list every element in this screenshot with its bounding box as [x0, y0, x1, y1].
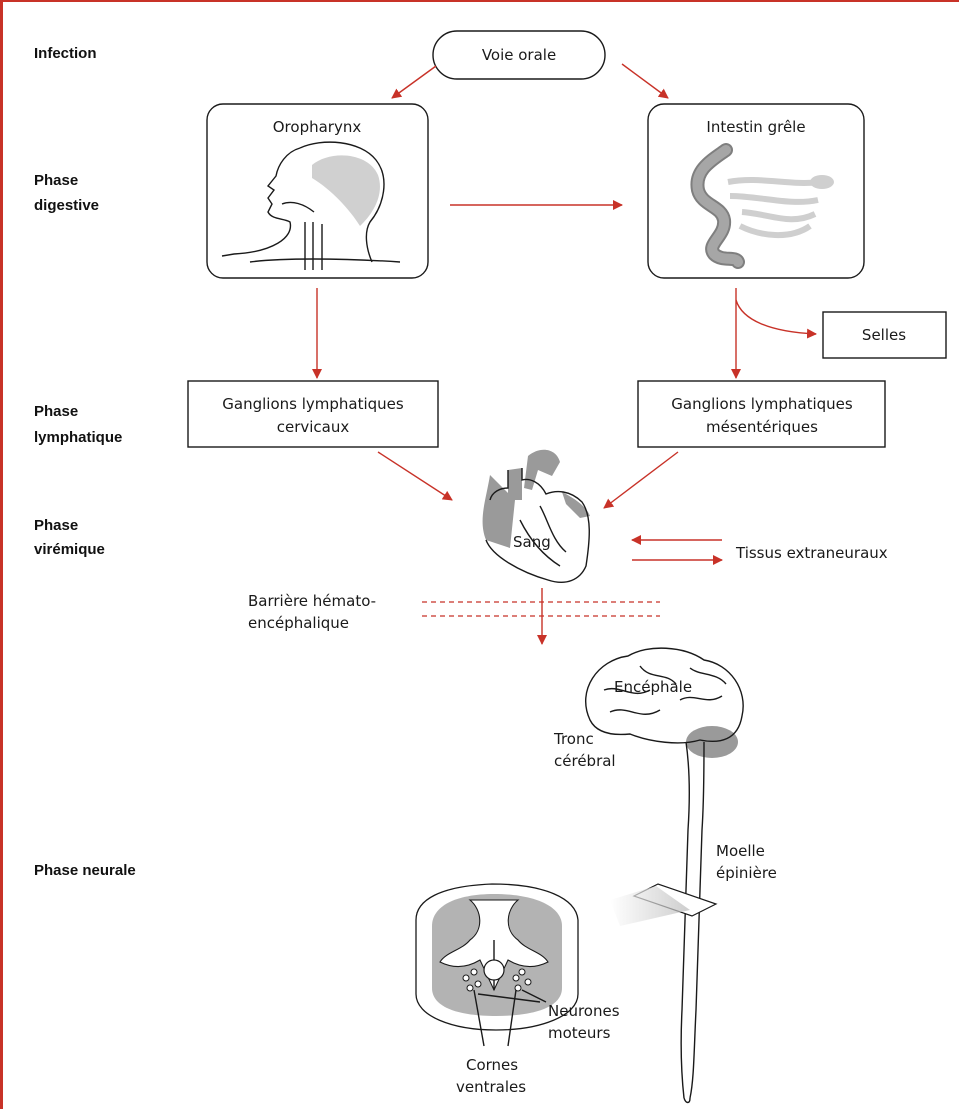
- phase-digestive-label-2: digestive: [34, 197, 99, 214]
- node-mesenteric-lymph-nodes: [637, 380, 886, 448]
- heart-icon: [482, 449, 590, 584]
- head-profile-icon: [221, 141, 401, 270]
- phase-viremic-label-2: virémique: [34, 541, 105, 558]
- phase-digestive-label-1: Phase: [34, 172, 78, 189]
- blood-label: Sang: [513, 533, 551, 551]
- phase-neural-label: Phase neurale: [34, 862, 136, 879]
- brain-label: Encéphale: [614, 678, 692, 696]
- mesenteric-nodes-label-1: Ganglions lymphatiques: [671, 395, 853, 413]
- stool-label: Selles: [862, 326, 906, 344]
- mesenteric-nodes-label-2: mésentériques: [706, 418, 818, 436]
- spinal-cord-icon: [610, 741, 718, 1104]
- ventral-horns-label-2: ventrales: [456, 1078, 526, 1096]
- cervical-nodes-label-2: cervicaux: [277, 418, 350, 436]
- arrow-oral-to-intestine: [621, 63, 669, 99]
- extraneural-tissues-label: Tissus extraneuraux: [735, 544, 888, 562]
- node-stool: [822, 311, 947, 359]
- motor-neurons-label-1: Neurones: [548, 1002, 620, 1020]
- spinal-cord-label-1: Moelle: [716, 842, 765, 860]
- bbb-label-1: Barrière hémato-: [248, 592, 376, 610]
- arrow-cervical-to-blood: [377, 451, 453, 501]
- phase-lymphatic-label-1: Phase: [34, 403, 78, 420]
- node-small-intestine: [647, 103, 865, 279]
- cervical-nodes-label-1: Ganglions lymphatiques: [222, 395, 404, 413]
- phase-infection-label: Infection: [34, 45, 97, 62]
- small-intestine-label: Intestin grêle: [706, 118, 805, 136]
- motor-neurons-label-2: moteurs: [548, 1024, 611, 1042]
- node-oropharynx: [206, 103, 429, 279]
- spinal-cord-label-2: épinière: [716, 864, 777, 882]
- oral-route-label: Voie orale: [482, 46, 556, 64]
- node-cervical-lymph-nodes: [187, 380, 439, 448]
- arrow-intestine-to-stool: [735, 299, 817, 339]
- arrow-mesenteric-to-blood: [603, 451, 679, 509]
- arrow-oral-to-oropharynx: [391, 65, 437, 99]
- bbb-label-2: encéphalique: [248, 614, 349, 632]
- node-oral-route: [432, 30, 606, 80]
- intestine-icon: [690, 143, 834, 269]
- phase-lymphatic-label-2: lymphatique: [34, 429, 122, 446]
- oropharynx-label: Oropharynx: [273, 118, 362, 136]
- brainstem-label-2: cérébral: [554, 752, 616, 770]
- phase-viremic-label-1: Phase: [34, 517, 78, 534]
- brain-icon: [585, 647, 744, 758]
- ventral-horns-label-1: Cornes: [466, 1056, 518, 1074]
- brainstem-label-1: Tronc: [553, 730, 594, 748]
- spinal-cross-section-icon: [415, 883, 579, 1047]
